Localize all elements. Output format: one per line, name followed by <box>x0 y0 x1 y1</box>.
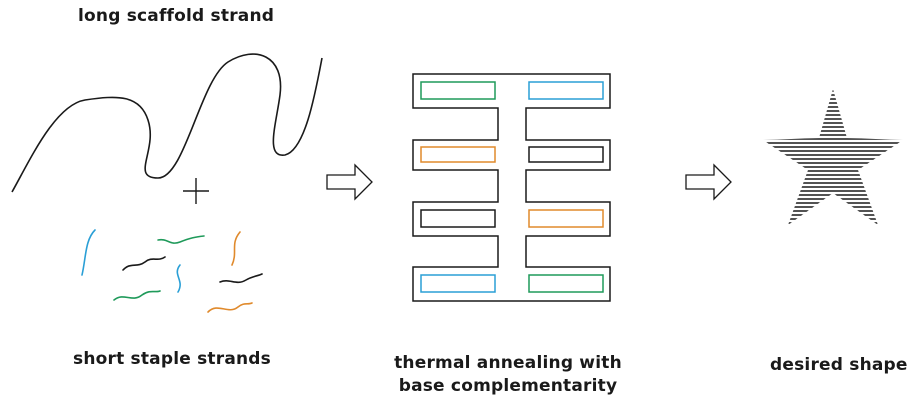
annealing-label-line1: thermal annealing with <box>394 353 622 373</box>
staple-strand <box>113 290 161 301</box>
staple-strand <box>219 273 263 284</box>
scaffold-outline <box>412 73 611 302</box>
staple-loop <box>420 274 496 293</box>
staple-strand <box>81 229 96 276</box>
scaffold-strand <box>11 53 323 193</box>
staple-strand <box>157 235 205 244</box>
staple-strand <box>231 231 241 266</box>
staple-strands <box>81 229 263 313</box>
staple-loop <box>528 146 604 163</box>
staple-label: short staple strands <box>73 349 271 369</box>
staple-loop <box>528 209 604 228</box>
right-arrow-icon <box>685 163 732 201</box>
staple-loop <box>420 146 496 163</box>
staple-loop <box>528 81 604 100</box>
staple-loop <box>528 274 604 293</box>
plus-icon <box>183 178 209 204</box>
shape-label: desired shape <box>770 355 908 375</box>
staple-loop <box>420 81 496 100</box>
annealing-label-line2: base complementarity <box>398 376 618 396</box>
staple-strand <box>207 302 253 313</box>
staple-loop <box>420 209 496 228</box>
star-icon <box>763 90 903 224</box>
scaffold-label: long scaffold strand <box>78 6 275 26</box>
staple-strand <box>176 264 181 293</box>
right-arrow-icon <box>326 163 373 201</box>
annealing-label: thermal annealing with base complementar… <box>388 352 628 398</box>
staple-strand <box>122 256 166 271</box>
origami-structure <box>412 73 611 302</box>
